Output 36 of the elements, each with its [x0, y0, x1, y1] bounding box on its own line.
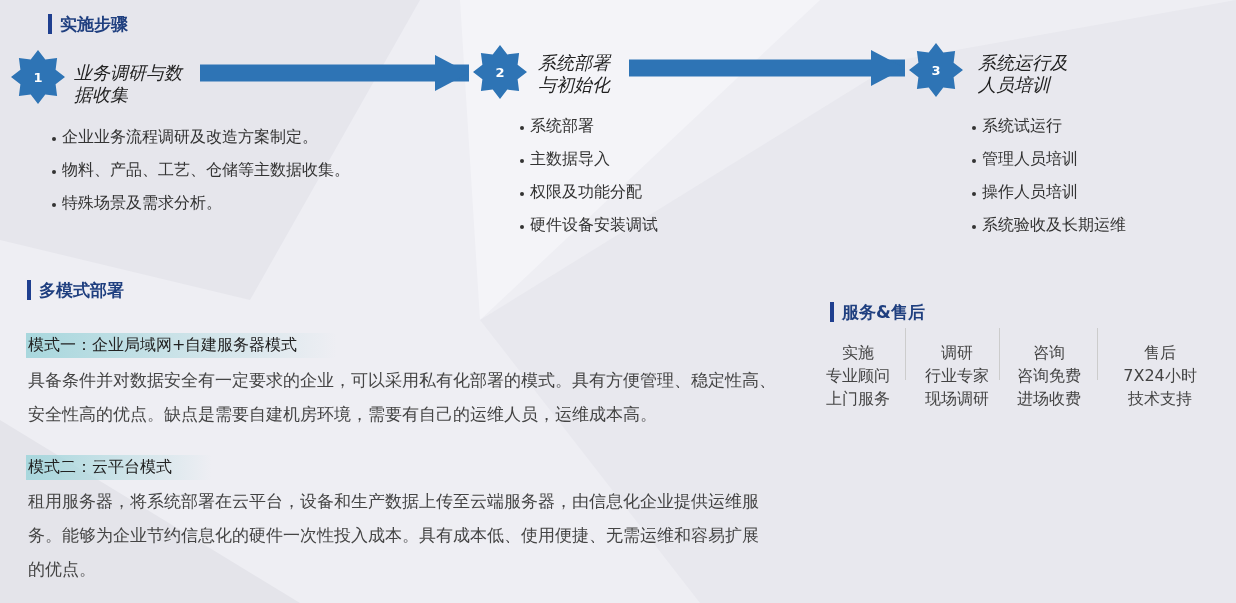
table-cell-text: 进场收费	[1016, 389, 1082, 410]
bullet-item: 系统试运行	[972, 116, 1062, 137]
bullet-item: 操作人员培训	[972, 182, 1078, 203]
bullet-item: 特殊场景及需求分析。	[52, 193, 222, 214]
bullet-item: 主数据导入	[520, 149, 610, 170]
table-cell-text: 技术支持	[1127, 389, 1193, 410]
table-cell-text: 7X24小时	[1122, 366, 1198, 387]
paragraph: 租用服务器，将系统部署在云平台，设备和生产数据上传至云端服务器，由信息化企业提供运维服务。能够为企业节约信息化的硬件一次性投入成本。具有成本低、使用便捷、无需运维和容易扩展的优点。	[28, 490, 760, 581]
table-cell-text: 上门服务	[825, 389, 891, 410]
table-cell-text: 专业顾问	[825, 366, 891, 387]
table-cell-text: 调研	[940, 343, 974, 364]
bullet-item: 系统验收及长期运维	[972, 215, 1126, 236]
bullet-item: 管理人员培训	[972, 149, 1078, 170]
table-cell-text: 行业专家	[924, 366, 990, 387]
section-heading: 服务&售后	[830, 302, 925, 322]
bullet-item: 权限及功能分配	[520, 182, 642, 203]
step-title: 系统运行及人员培训	[978, 52, 1069, 96]
bullet-item: 企业业务流程调研及改造方案制定。	[52, 127, 318, 148]
table-cell-text: 售后	[1143, 343, 1177, 364]
step-title: 系统部署与初始化	[538, 52, 613, 96]
bullet-item: 硬件设备安装调试	[520, 215, 658, 236]
block-arrow	[200, 55, 469, 91]
star-badge: 3	[909, 43, 963, 97]
table-cell-text: 实施	[841, 343, 875, 364]
block-arrow	[629, 50, 905, 86]
table-cell-text: 现场调研	[924, 389, 990, 410]
table-cell-text: 咨询免费	[1016, 366, 1082, 387]
table-cell-text: 咨询	[1032, 343, 1066, 364]
paragraph: 具备条件并对数据安全有一定要求的企业，可以采用私有化部署的模式。具有方便管理、稳定性高、安全性高的优点。缺点是需要自建机房环境，需要有自己的运维人员，运维成本高。	[28, 369, 777, 426]
step-title: 业务调研与数据收集	[74, 62, 185, 106]
section-heading: 多模式部署	[27, 280, 124, 300]
star-badge: 2	[473, 45, 527, 99]
section-heading: 实施步骤	[48, 14, 128, 34]
bullet-item: 物料、产品、工艺、仓储等主数据收集。	[52, 160, 350, 181]
bullet-item: 系统部署	[520, 116, 594, 137]
star-badge: 1	[11, 50, 65, 104]
